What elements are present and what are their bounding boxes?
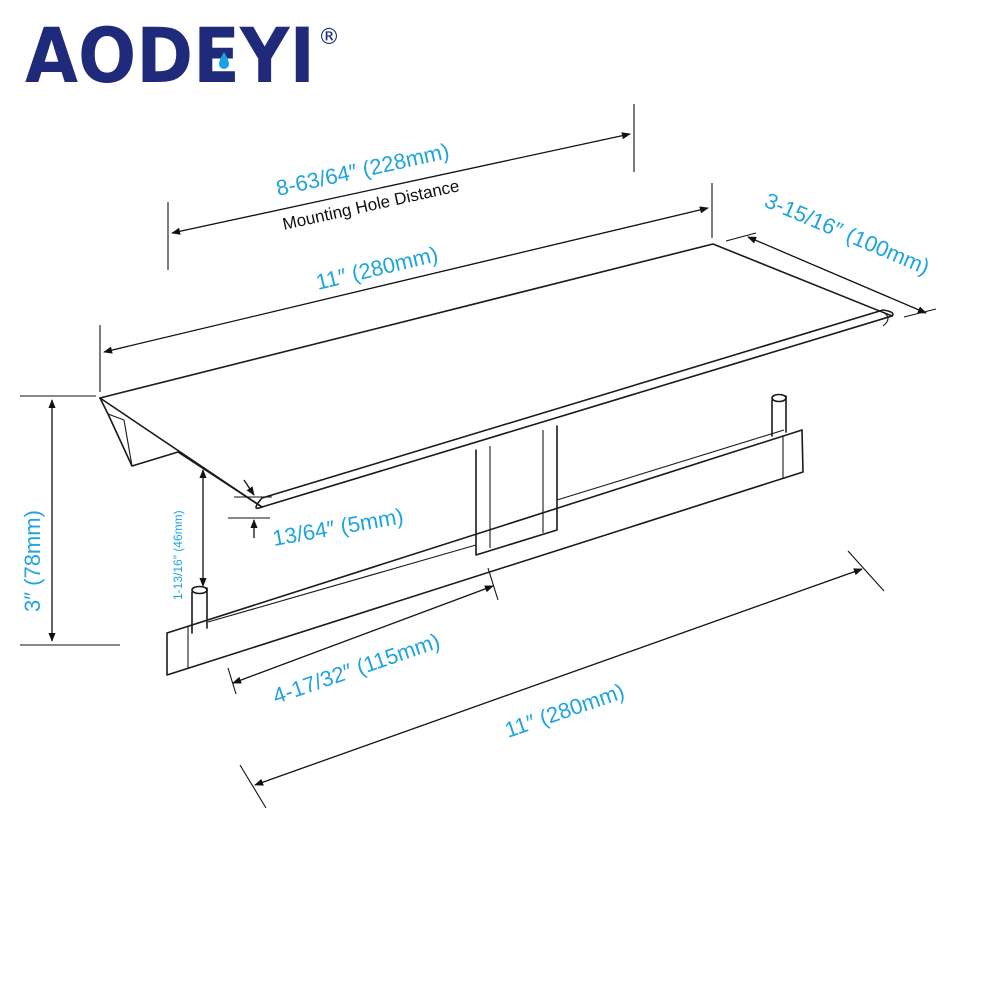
shelf-thickness-dimension: 13/64″ (5mm)	[271, 503, 406, 551]
back-plate-line-left	[207, 544, 477, 623]
peg-left	[191, 585, 208, 634]
bar-clearance-dimension: 1-13/16″ (46mm)	[171, 510, 185, 600]
shelf-depth-dim-line	[747, 236, 927, 314]
brand-logo: AODEYI ®	[25, 11, 340, 100]
shelf-thickness-arrow-top	[243, 479, 255, 496]
shelf-side-inner	[107, 413, 133, 467]
back-plate-line	[556, 429, 785, 501]
registered-mark: ®	[318, 25, 340, 50]
total-height-dimension: 3″ (78mm)	[20, 510, 45, 612]
roll-bar	[166, 429, 804, 676]
shelf-top	[99, 243, 893, 508]
bar-length-dimension: 11″ (280mm)	[501, 678, 627, 742]
brand-name: AODEYI	[25, 11, 315, 100]
dimension-lines	[20, 104, 937, 809]
back-wall	[475, 425, 558, 556]
shelf-length-dim-line	[103, 206, 709, 354]
shelf-front-lip	[255, 309, 894, 510]
peg-right	[771, 393, 787, 437]
bar-length-dim-line	[254, 568, 863, 786]
dimension-texts: 8-63/64″ (228mm) Mounting Hole Distance …	[20, 138, 933, 742]
water-drop-icon	[219, 52, 229, 69]
product-drawing	[99, 243, 894, 676]
bar-half-dimension: 4-17/32″ (115mm)	[269, 628, 443, 709]
shelf-depth-dimension: 3-15/16″ (100mm)	[761, 188, 933, 280]
